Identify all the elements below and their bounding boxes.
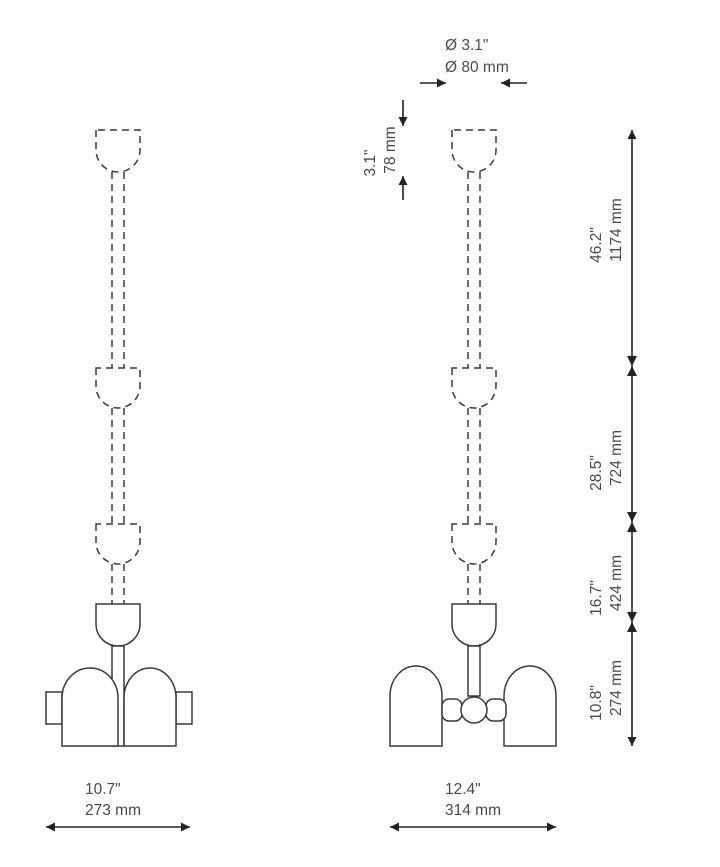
segment-1-metric: 1174 mm: [608, 198, 625, 261]
canopy-outline: [95, 129, 141, 173]
dimension-imperial-label: Ø 3.1": [445, 37, 488, 54]
dimension-metric-label: 273 mm: [85, 802, 141, 819]
side-view-lamp: [389, 129, 557, 747]
segment-3-metric: 424 mm: [608, 555, 625, 611]
connector-cup: [95, 603, 141, 647]
lamp-shade: [503, 665, 557, 747]
dimension-imperial-label: 12.4": [445, 781, 481, 798]
dimension-imperial-label: 3.1": [362, 149, 379, 176]
segment-1-imperial: 46.2": [588, 227, 605, 263]
width-dimension-right: 12.4" 314 mm: [390, 781, 556, 832]
height-dimensions: 46.2" 1174 mm 28.5" 724 mm 16.7" 424 mm …: [588, 130, 637, 746]
dimension-imperial-label: 10.7": [85, 781, 121, 798]
segment-2-metric: 724 mm: [608, 430, 625, 486]
width-dimension-left: 10.7" 273 mm: [46, 781, 190, 832]
segment-4-metric: 274 mm: [608, 660, 625, 716]
center-sphere: [460, 696, 488, 724]
segment-2-imperial: 28.5": [588, 455, 605, 491]
canopy-diameter-dimension: Ø 3.1" Ø 80 mm: [420, 37, 527, 88]
lamp-shade: [61, 667, 119, 747]
segment-4-imperial: 10.8": [588, 685, 605, 721]
lamp-shade: [389, 665, 443, 747]
canopy-outline: [451, 129, 497, 173]
canopy-height-dimension: 3.1" 78 mm: [362, 100, 408, 200]
side-knob: [45, 691, 63, 725]
front-view-lamp: [45, 129, 193, 747]
segment-3-imperial: 16.7": [588, 580, 605, 616]
connector-cup: [451, 603, 497, 647]
dimension-metric-label: 78 mm: [382, 126, 399, 173]
dimension-metric-label: 314 mm: [445, 802, 501, 819]
dimension-metric-label: Ø 80 mm: [445, 59, 509, 76]
side-knob: [175, 691, 193, 725]
lamp-shade: [123, 667, 177, 747]
